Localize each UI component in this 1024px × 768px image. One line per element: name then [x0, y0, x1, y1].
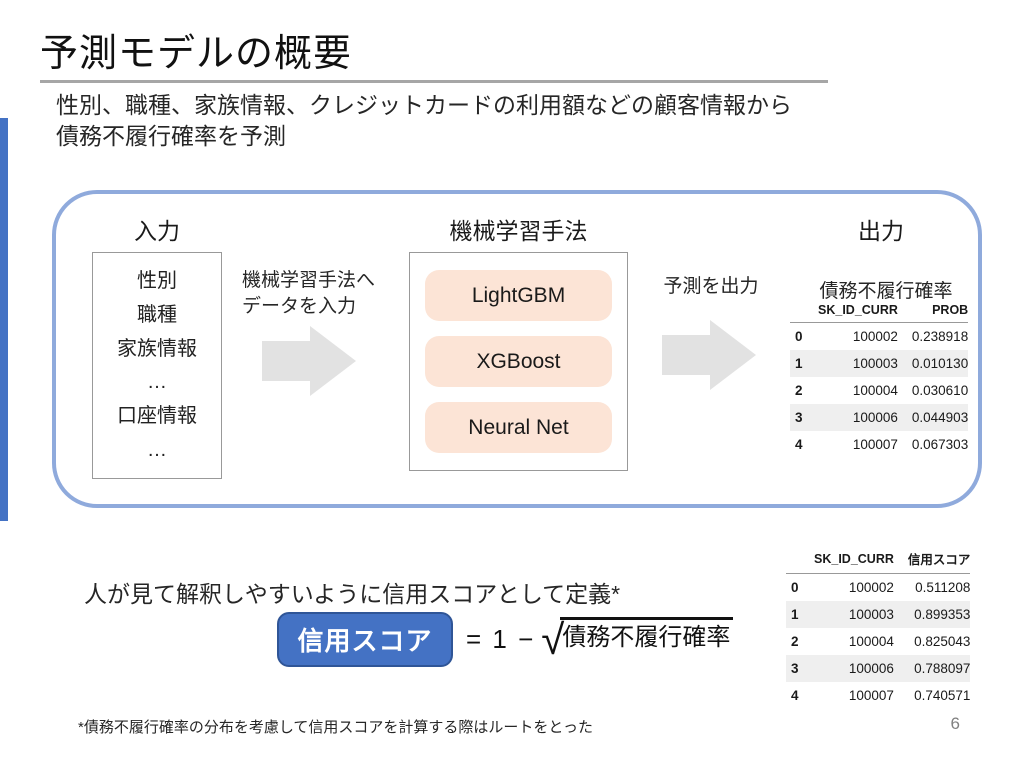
cell-sk-id: 100004	[848, 634, 894, 649]
table-row: 0 100002 0.238918	[790, 323, 968, 351]
table-row: 4 100007 0.067303	[790, 431, 968, 458]
index-header	[786, 546, 800, 574]
right-block-arrow-icon	[662, 320, 756, 390]
row-index: 4	[795, 437, 803, 452]
credit-score-chip: 信用スコア	[277, 612, 453, 667]
prob-table-header-row: SK_ID_CURR PROB	[790, 300, 969, 323]
row-index: 0	[795, 329, 803, 344]
title-underline	[40, 80, 828, 83]
cell-sk-id: 100006	[852, 410, 898, 425]
row-index: 1	[795, 356, 803, 371]
input-item: 職種	[137, 303, 177, 326]
score-table: SK_ID_CURR 信用スコア 0 100002 0.511208 1 100…	[786, 546, 971, 709]
radical-sign: √	[541, 615, 565, 663]
arrow2-label: 予測を出力	[663, 276, 759, 297]
input-features-box: 性別 職種 家族情報 … 口座情報 …	[92, 252, 222, 479]
cell-sk-id: 100007	[848, 688, 894, 703]
table-row: 2 100004 0.825043	[786, 628, 970, 655]
slide-subtitle: 性別、職種、家族情報、クレジットカードの利用額などの顧客情報から 債務不履行確率…	[56, 90, 792, 152]
model-chip-xgboost: XGBoost	[425, 336, 612, 387]
table-row: 4 100007 0.740571	[786, 682, 970, 709]
cell-sk-id: 100004	[852, 383, 898, 398]
ml-methods-box: LightGBM XGBoost Neural Net	[409, 252, 628, 471]
cell-sk-id: 100003	[848, 607, 894, 622]
table-row: 1 100003 0.899353	[786, 601, 971, 628]
cell-sk-id: 100002	[848, 580, 894, 595]
row-index: 3	[795, 410, 803, 425]
cell-sk-id: 100003	[852, 356, 898, 371]
model-chip-lightgbm: LightGBM	[425, 270, 612, 321]
input-item: 口座情報	[117, 405, 197, 428]
subtitle-line-2: 債務不履行確率を予測	[56, 123, 286, 149]
input-heading: 入力	[134, 218, 180, 244]
cell-sk-id: 100007	[852, 437, 898, 452]
col-header-credit-score: 信用スコア	[893, 546, 971, 574]
page-title: 予測モデルの概要	[40, 33, 353, 75]
cell-prob: 0.238918	[911, 329, 969, 344]
table-row: 0 100002 0.511208	[786, 574, 970, 602]
cell-score: 0.740571	[914, 688, 971, 703]
cell-prob: 0.067303	[911, 437, 969, 452]
row-index: 2	[791, 634, 799, 649]
cell-prob: 0.010130	[911, 356, 969, 371]
radicand-text: 債務不履行確率	[560, 616, 734, 652]
input-item: 家族情報	[117, 337, 197, 360]
col-header-sk-id-curr: SK_ID_CURR	[800, 546, 894, 574]
cell-sk-id: 100006	[848, 661, 894, 676]
model-chip-neural-net: Neural Net	[425, 402, 612, 453]
cell-sk-id: 100002	[852, 329, 898, 344]
output-heading: 出力	[858, 218, 904, 244]
col-header-prob: PROB	[897, 300, 969, 323]
subtitle-line-1: 性別、職種、家族情報、クレジットカードの利用額などの顧客情報から	[56, 92, 792, 118]
score-definition-text: 人が見て解釈しやすいように信用スコアとして定義*	[84, 581, 621, 607]
row-index: 2	[795, 383, 803, 398]
prob-table-title: 債務不履行確率	[819, 281, 953, 302]
input-item: 性別	[137, 270, 177, 292]
equation-prefix: = 1 −	[466, 624, 536, 654]
table-row: 3 100006 0.044903	[790, 404, 969, 431]
table-row: 2 100004 0.030610	[790, 377, 968, 404]
cell-prob: 0.044903	[911, 410, 969, 425]
cell-score: 0.899353	[914, 607, 971, 622]
square-root-expression: √ 債務不履行確率	[541, 615, 734, 663]
row-index: 1	[791, 607, 799, 622]
cell-score: 0.825043	[914, 634, 971, 649]
prob-table: SK_ID_CURR PROB 0 100002 0.238918 1 1000…	[790, 300, 969, 458]
arrow1-label-line1: 機械学習手法へ	[242, 270, 376, 291]
ml-heading: 機械学習手法	[449, 218, 588, 244]
table-row: 1 100003 0.010130	[790, 350, 969, 377]
input-item-ellipsis: …	[147, 438, 167, 461]
score-table-header-row: SK_ID_CURR 信用スコア	[786, 546, 971, 574]
col-header-sk-id-curr: SK_ID_CURR	[804, 300, 898, 323]
row-index: 4	[791, 688, 799, 703]
cell-score: 0.788097	[914, 661, 971, 676]
row-index: 0	[791, 580, 799, 595]
right-block-arrow-icon	[262, 326, 356, 396]
cell-prob: 0.030610	[911, 383, 969, 398]
model-overview-panel: 入力 機械学習手法 出力 性別 職種 家族情報 … 口座情報 … 機械学習手法へ…	[52, 190, 982, 508]
row-index: 3	[791, 661, 799, 676]
input-item-ellipsis: …	[147, 371, 167, 394]
table-row: 3 100006 0.788097	[786, 655, 971, 682]
page-number: 6	[950, 714, 960, 733]
index-header	[790, 300, 804, 323]
footnote: *債務不履行確率の分布を考慮して信用スコアを計算する際はルートをとった	[78, 719, 593, 736]
cell-score: 0.511208	[915, 580, 971, 595]
left-accent-bar	[0, 118, 8, 521]
arrow1-label-line2: データを入力	[242, 296, 357, 317]
arrow1-label: 機械学習手法へ データを入力	[242, 268, 375, 320]
score-equation: = 1 − √ 債務不履行確率	[466, 612, 734, 667]
